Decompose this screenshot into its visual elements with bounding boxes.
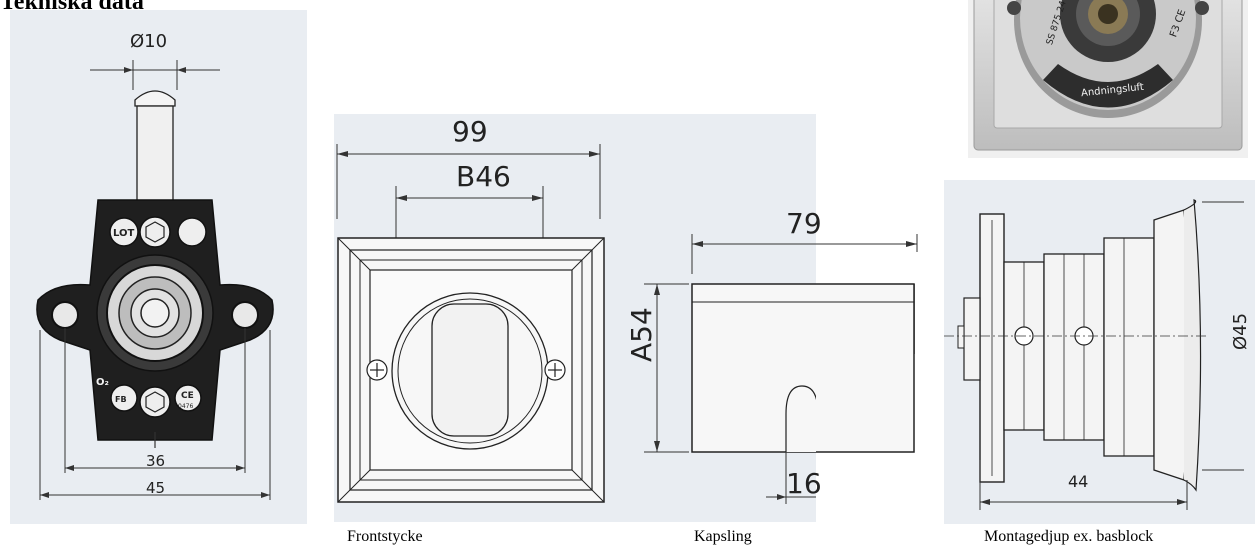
dim-36: 36 [146,452,166,470]
caption-montagedjup: Montagedjup ex. basblock [984,528,1154,545]
dim-79: 79 [786,207,822,240]
marking-ce: CE [181,391,194,401]
marking-o2: O₂ [96,377,109,388]
marking-code: 0476 [178,403,193,410]
drawing-outlet-top-svg: LOT O₂ FB CE 0476 [36,60,274,500]
dim-44: 44 [1068,472,1089,491]
caption-frontstycke: Frontstycke [347,528,423,545]
dim-16: 16 [786,467,822,500]
dim-diameter-45: Ø45 [1230,312,1251,350]
drawing-side-view-svg [944,199,1244,510]
case-body-ext [816,284,915,453]
dim-99: 99 [452,115,488,148]
dim-45: 45 [146,479,166,497]
caption-kapsling: Kapsling [694,528,752,545]
product-photo: Andningsluft SS 875 24 F3 CE [968,0,1248,158]
dim-b46: B46 [456,160,511,193]
dim-a54: A54 [625,307,658,362]
drawing-front-case-svg [336,144,816,504]
marking-fb: FB [115,395,127,404]
dim-diameter-10: Ø10 [130,31,168,52]
marking-lot: LOT [113,228,135,239]
